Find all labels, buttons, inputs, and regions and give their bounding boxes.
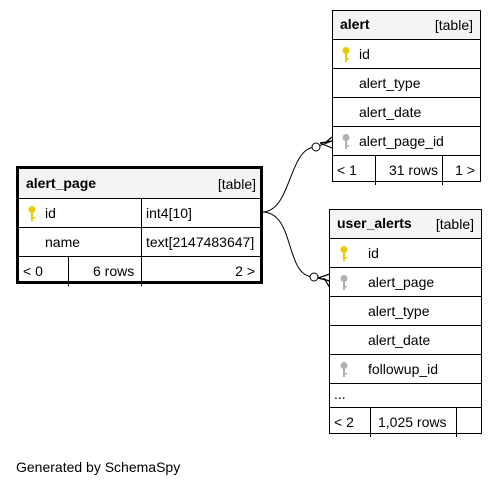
column-name: alert_type xyxy=(368,303,430,319)
column-row[interactable]: name text[2147483647] xyxy=(19,228,260,257)
row-count: 6 rows xyxy=(93,263,135,279)
more-columns-ellipsis: ... xyxy=(334,386,346,402)
column-name: id xyxy=(368,245,379,261)
column-name: alert_type xyxy=(359,75,421,91)
table-alert-page[interactable]: alert_page [table] id int4[10] name text… xyxy=(16,166,263,286)
relationship-alert-crowsfoot xyxy=(319,136,333,149)
table-header: alert_page [table] xyxy=(19,169,260,199)
relationship-user-alerts-to-alert-page xyxy=(261,211,331,282)
column-row[interactable]: id int4[10] xyxy=(19,199,260,228)
column-row[interactable]: alert_type xyxy=(330,297,481,326)
table-alert[interactable]: alert [table] id alert_type alert_date a… xyxy=(332,10,481,185)
parent-count[interactable]: < 0 xyxy=(23,263,43,279)
column-type: int4[10] xyxy=(146,205,192,221)
parent-count[interactable]: < 1 xyxy=(337,162,357,178)
table-type-label: [table] xyxy=(434,17,473,33)
column-type: text[2147483647] xyxy=(146,234,255,250)
primary-key-icon xyxy=(342,47,350,62)
column-name: alert_page xyxy=(368,274,435,290)
table-footer: < 1 31 rows 1 > xyxy=(333,156,480,185)
row-count: 31 rows xyxy=(388,162,438,178)
column-name: followup_id xyxy=(368,361,439,377)
primary-key-icon xyxy=(340,246,348,261)
column-name: id xyxy=(359,46,370,62)
foreign-key-icon xyxy=(340,275,348,290)
column-row[interactable]: alert_page xyxy=(330,268,481,297)
column-row[interactable]: alert_date xyxy=(330,326,481,355)
foreign-key-icon xyxy=(340,362,348,377)
table-user-alerts[interactable]: user_alerts [table] id alert_page alert_… xyxy=(329,209,482,437)
table-footer: < 0 6 rows 2 > xyxy=(19,257,260,286)
table-footer: < 2 1,025 rows xyxy=(330,408,481,437)
column-row[interactable]: followup_id xyxy=(330,355,481,384)
table-name: alert_page xyxy=(26,175,97,191)
child-count[interactable]: 2 > xyxy=(235,263,255,279)
table-header: user_alerts [table] xyxy=(330,210,481,239)
relationship-user-alerts-optional-marker xyxy=(309,272,319,282)
table-type-label: [table] xyxy=(435,216,474,232)
table-header: alert [table] xyxy=(333,11,480,40)
column-name: alert_date xyxy=(359,104,422,120)
generated-by-label: Generated by SchemaSpy xyxy=(16,459,181,475)
column-name: alert_page_id xyxy=(359,133,444,149)
column-row[interactable]: alert_page_id xyxy=(333,127,480,156)
column-row[interactable]: alert_date xyxy=(333,98,480,127)
column-row[interactable]: id xyxy=(333,40,480,69)
column-row[interactable]: alert_type xyxy=(333,69,480,98)
column-name: id xyxy=(45,205,56,221)
table-name: user_alerts xyxy=(337,215,412,231)
column-name: name xyxy=(45,234,81,250)
child-count[interactable]: 1 > xyxy=(455,162,475,178)
primary-key-icon xyxy=(28,206,36,221)
table-name: alert xyxy=(340,16,370,32)
row-count: 1,025 rows xyxy=(378,414,447,430)
relationship-alert-to-alert-page xyxy=(261,140,333,213)
relationship-alert-optional-marker xyxy=(311,142,321,152)
parent-count[interactable]: < 2 xyxy=(334,414,354,430)
column-name: alert_date xyxy=(368,332,431,348)
table-type-label: [table] xyxy=(217,176,256,192)
foreign-key-icon xyxy=(342,134,350,149)
column-row[interactable]: id xyxy=(330,239,481,268)
more-columns-row: ... xyxy=(330,384,481,408)
